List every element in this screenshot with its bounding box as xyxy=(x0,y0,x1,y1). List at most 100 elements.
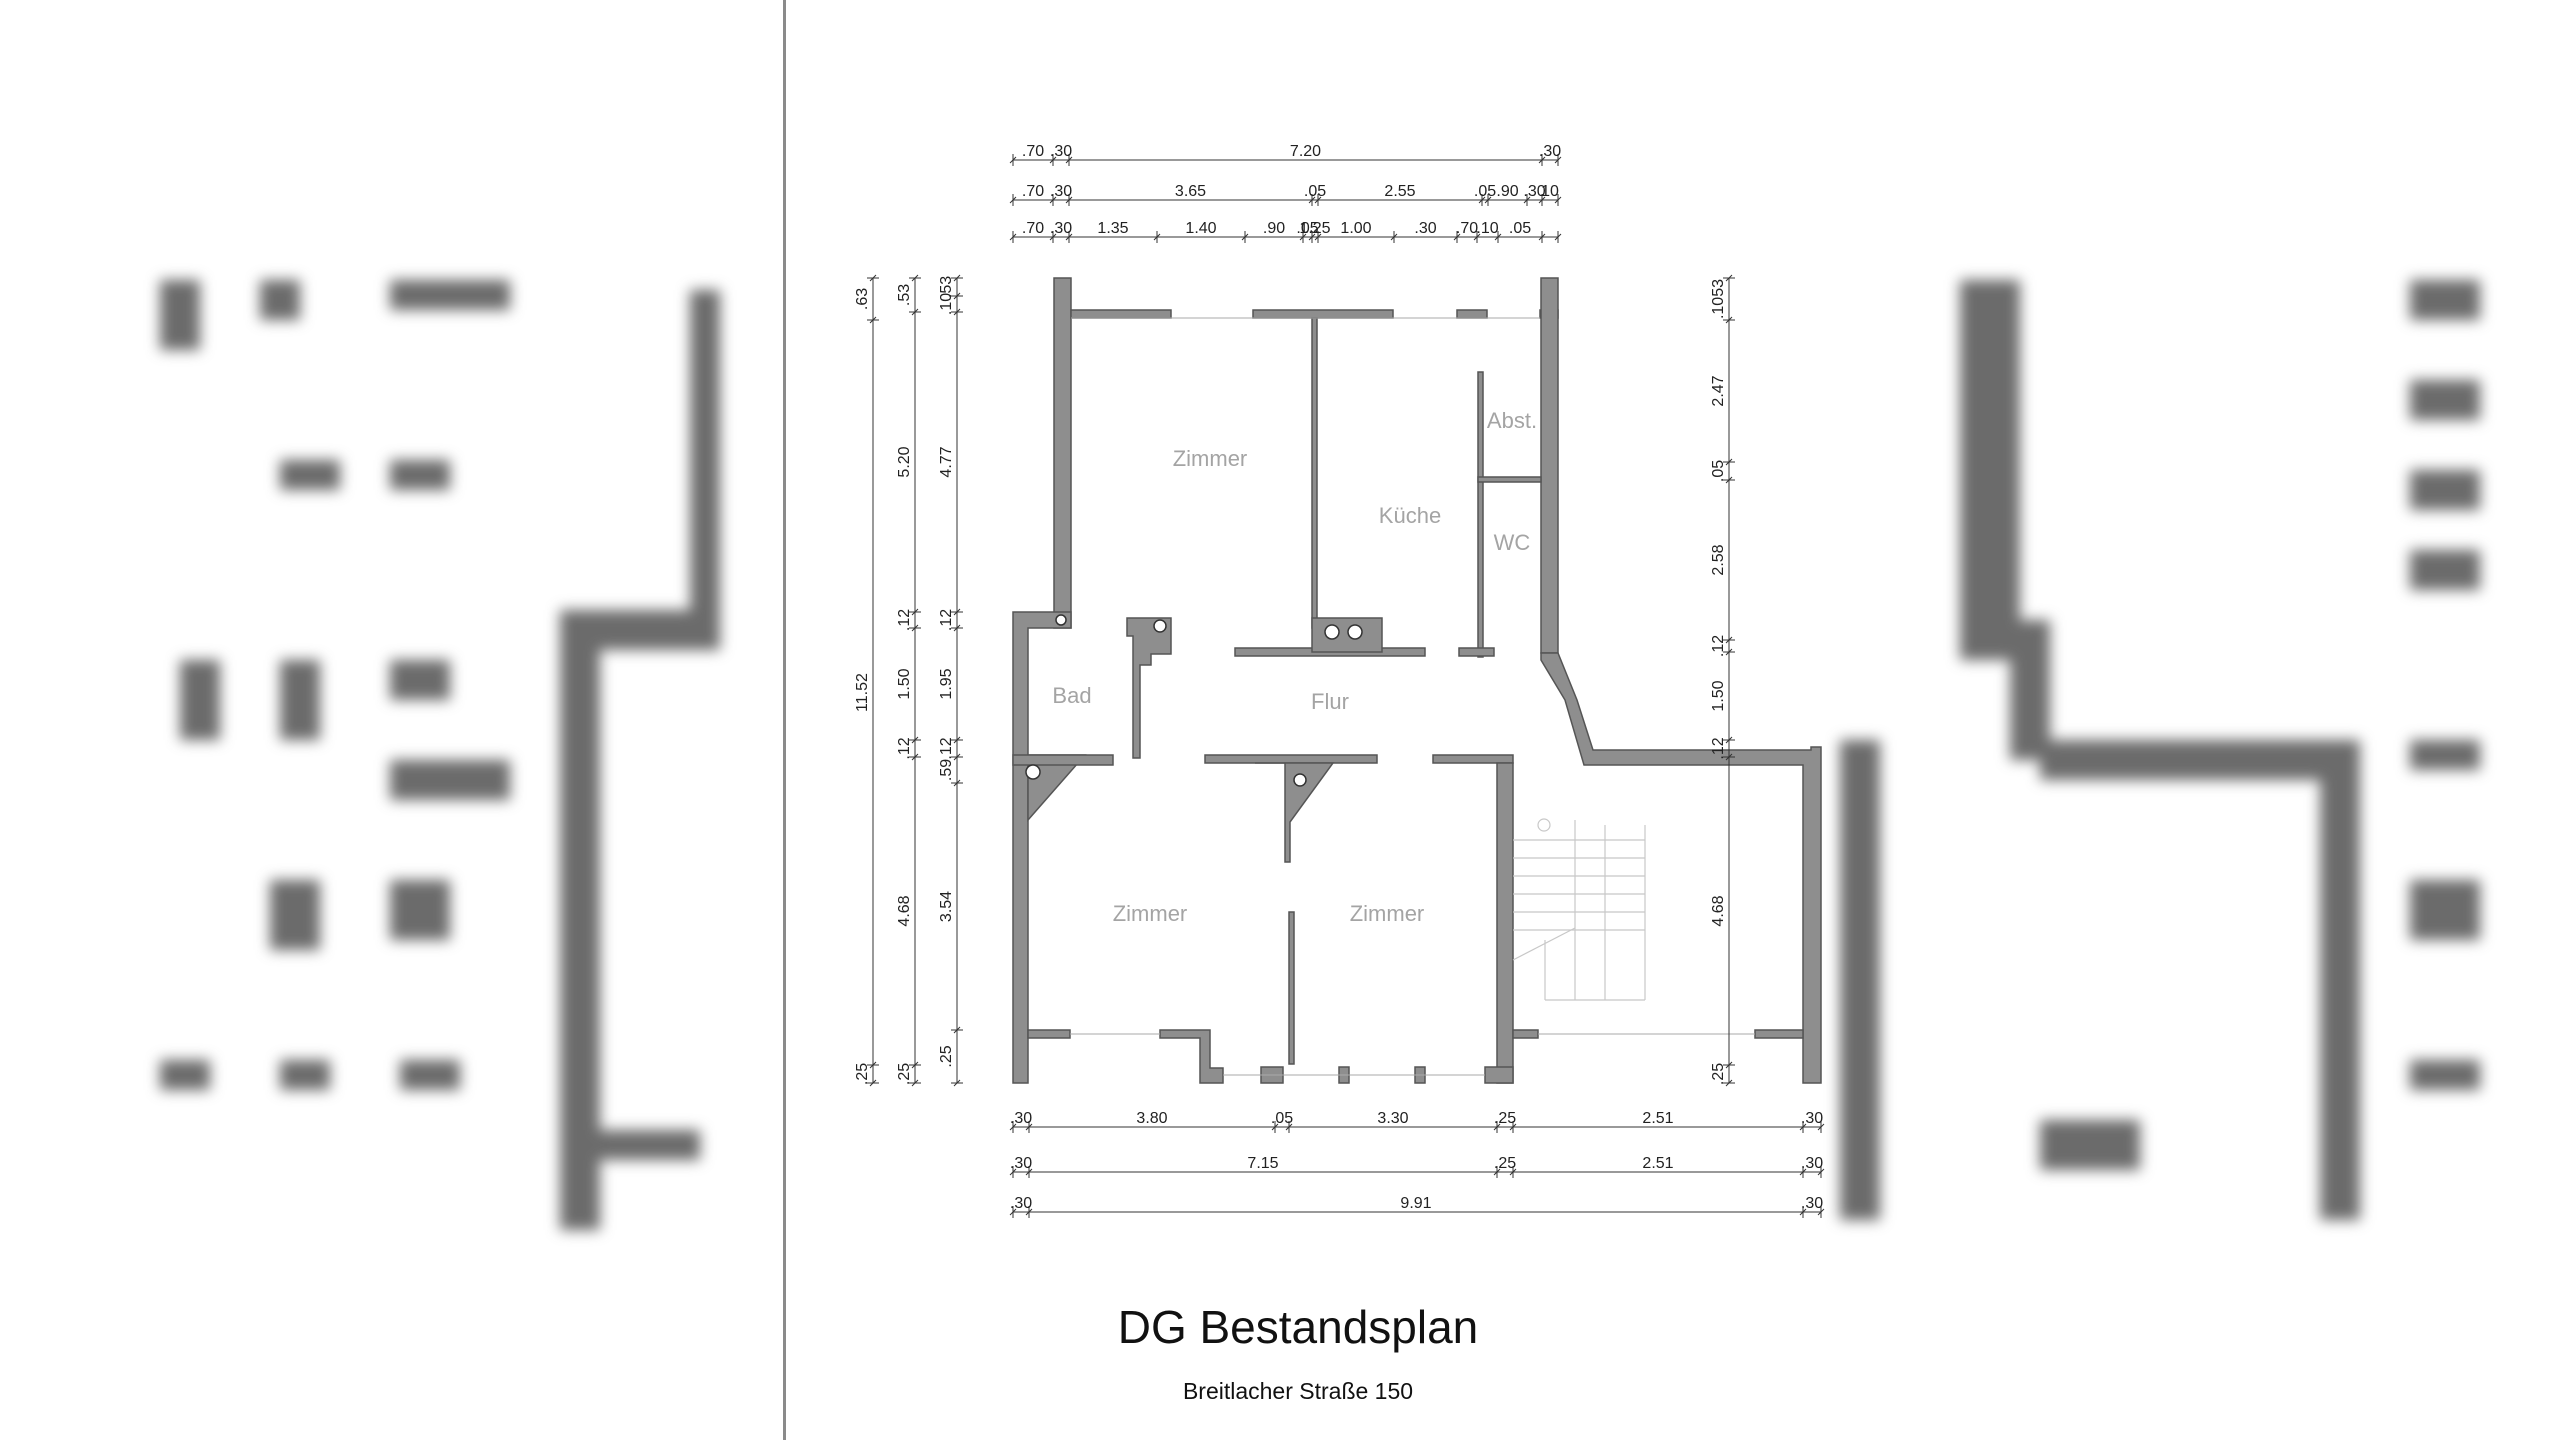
room-label-abst: Abst. xyxy=(1487,408,1537,433)
dim-top-3-label: .05 xyxy=(1296,220,1318,237)
wall-zimmer-kueche xyxy=(1311,317,1318,629)
dim-top-1-label: 7.20 xyxy=(1290,143,1321,160)
room-label-zimmer-top: Zimmer xyxy=(1173,446,1248,471)
dim-top-3-label: .10 xyxy=(1476,220,1498,237)
wall-abst-bottom xyxy=(1477,476,1542,483)
wall-lower-top-2 xyxy=(1432,754,1514,764)
dim-top-2-label: .30 xyxy=(1523,183,1545,200)
dim-bottom-2-label: 2.51 xyxy=(1642,1155,1673,1172)
dim-left-outer-label: .25 xyxy=(854,1063,871,1085)
wall-top-1 xyxy=(1070,309,1172,319)
wall-stair-left xyxy=(1496,762,1514,1084)
room-label-bad: Bad xyxy=(1052,683,1091,708)
chimney-bad xyxy=(1126,617,1172,759)
wall-stair-exterior xyxy=(1540,652,1822,1084)
dim-left-mid-label: .25 xyxy=(896,1063,913,1085)
wall-lower-top-1 xyxy=(1204,754,1378,764)
dim-left-inner-label: .12 xyxy=(938,737,955,759)
dim-bottom-2-label: .30 xyxy=(1801,1155,1823,1172)
plan-sheet: Zimmer Küche Abst. WC Bad Flur Zimmer Zi… xyxy=(785,0,1825,1440)
dim-bottom-1-label: .25 xyxy=(1494,1110,1516,1127)
room-label-zimmer-right: Zimmer xyxy=(1350,901,1425,926)
dim-top-3-label: .30 xyxy=(1050,220,1072,237)
dim-right-label: .12 xyxy=(1710,635,1727,657)
dim-top-2-label: .05 xyxy=(1304,183,1326,200)
dim-left-inner-label: 1.95 xyxy=(938,668,955,699)
dim-top-1-label: .30 xyxy=(1539,143,1561,160)
dim-bottom-1-label: .30 xyxy=(1801,1110,1823,1127)
dim-left-inner-label: .59 xyxy=(938,759,955,781)
chimney-center xyxy=(1311,617,1383,653)
wall-flur-top-right xyxy=(1458,647,1495,657)
dim-top-2-label: 2.55 xyxy=(1384,183,1415,200)
wall-right-upper xyxy=(1540,277,1559,654)
dim-right-label: .1053 xyxy=(1710,279,1727,319)
wall-top-3 xyxy=(1456,309,1488,319)
dim-right-label: 2.47 xyxy=(1710,375,1727,406)
dim-bottom-3-label: 9.91 xyxy=(1400,1195,1431,1212)
wall-top-2 xyxy=(1252,309,1394,319)
dim-top-3-label: .05 xyxy=(1509,220,1531,237)
dim-left-outer-label: .63 xyxy=(854,288,871,310)
dim-left-inner-label: .10 xyxy=(938,293,955,315)
dim-right-label: 4.68 xyxy=(1710,895,1727,926)
room-label-zimmer-left: Zimmer xyxy=(1113,901,1188,926)
dim-right-label: .25 xyxy=(1710,1063,1727,1085)
dim-left-inner-label: .25 xyxy=(938,1045,955,1067)
dim-bottom-2-label: .25 xyxy=(1494,1155,1516,1172)
dim-top-1-label: .70 xyxy=(1022,143,1044,160)
dim-left-mid-label: .12 xyxy=(896,737,913,759)
wall-bottom-6 xyxy=(1484,1066,1514,1084)
dim-top-2-label: .30 xyxy=(1050,183,1072,200)
stairs xyxy=(1512,818,1646,1001)
dim-left-mid-label: .53 xyxy=(896,284,913,306)
room-label-flur: Flur xyxy=(1311,689,1349,714)
wall-abst-wc xyxy=(1477,371,1484,658)
dim-right-label: .05 xyxy=(1710,460,1727,482)
dim-left-mid-label: 4.68 xyxy=(896,895,913,926)
dim-top-2-label: 3.65 xyxy=(1175,183,1206,200)
wall-bottom-7 xyxy=(1512,1029,1539,1039)
dim-left-inner-label: .12 xyxy=(938,609,955,631)
dim-bottom-1-label: 3.30 xyxy=(1377,1110,1408,1127)
sheet-border-line xyxy=(783,0,786,1440)
wall-triangle xyxy=(1255,762,1335,863)
dim-bottom-1-label: 3.80 xyxy=(1136,1110,1167,1127)
dim-bottom-2-label: .30 xyxy=(1010,1155,1032,1172)
wall-zimmer-divider xyxy=(1288,911,1295,1065)
dim-right-label: .12 xyxy=(1710,737,1727,759)
dim-top-2-label: .90 xyxy=(1496,183,1518,200)
wall-bottom-8 xyxy=(1754,1029,1804,1039)
dim-left-outer-label: 11.52 xyxy=(854,673,871,712)
wall-bad-left xyxy=(1012,611,1072,1084)
dim-bottom-3-label: .30 xyxy=(1010,1195,1032,1212)
dim-top-2-label: 10 xyxy=(1541,183,1559,200)
dim-left-mid-label: .12 xyxy=(896,609,913,631)
dim-bottom-1-label: 2.51 xyxy=(1642,1110,1673,1127)
page-title: DG Bestandsplan xyxy=(1117,1301,1479,1353)
wall-bad-bottom xyxy=(1012,754,1114,766)
dim-bottom-1-label: .05 xyxy=(1271,1110,1293,1127)
page-subtitle: Breitlacher Straße 150 xyxy=(1182,1378,1414,1404)
dim-top-3-label: .70 xyxy=(1022,220,1044,237)
wall-left-upper xyxy=(1053,277,1072,629)
dim-left-inner-label: .53 xyxy=(938,276,955,298)
dim-right-label: 1.50 xyxy=(1710,680,1727,711)
dim-top-3-label: .30 xyxy=(1414,220,1436,237)
wall-bottom-2 xyxy=(1159,1029,1224,1084)
dim-right-label: 2.58 xyxy=(1710,544,1727,575)
dim-top-3-label: .90 xyxy=(1263,220,1285,237)
wall-bottom-1 xyxy=(1027,1029,1071,1039)
dim-left-inner-label: 4.77 xyxy=(938,446,955,477)
dim-top-1-label: .30 xyxy=(1050,143,1072,160)
dim-top-3-label: 1.25 xyxy=(1299,220,1330,237)
dim-top-3-label: 1.35 xyxy=(1097,220,1128,237)
dim-top-3-label: 1.00 xyxy=(1340,220,1371,237)
dim-bottom-1-label: .30 xyxy=(1010,1110,1032,1127)
dim-top-3-label: .70 xyxy=(1456,220,1478,237)
dim-bottom-2-label: 7.15 xyxy=(1247,1155,1278,1172)
dim-left-mid-label: 5.20 xyxy=(896,446,913,477)
room-label-kueche: Küche xyxy=(1379,503,1441,528)
